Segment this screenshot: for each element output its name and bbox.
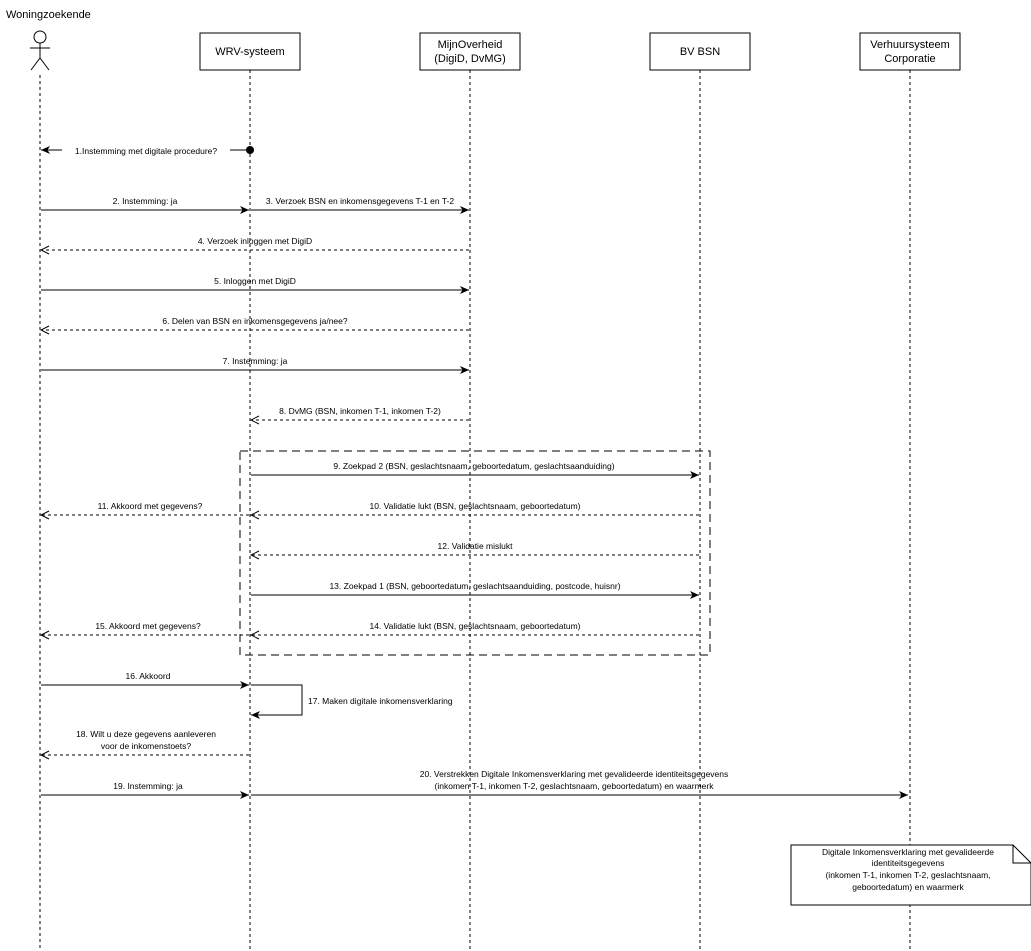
message-11: 11. Akkoord met gegevens?	[41, 501, 249, 515]
message-2-label: 2. Instemming: ja	[113, 196, 178, 206]
note-line-1: Digitale Inkomensverklaring met gevalide…	[822, 847, 994, 857]
message-20-label-2: (inkomen T-1, inkomen T-2, geslachtsnaam…	[435, 781, 715, 791]
message-18-label-1: 18. Wilt u deze gegevens aanleveren	[76, 729, 216, 739]
message-1: 1.Instemming met digitale procedure?	[41, 144, 254, 156]
participant-mijnoverheid-label-1: MijnOverheid	[438, 39, 503, 51]
actor-stick-figure-icon	[30, 30, 50, 71]
message-11-label: 11. Akkoord met gegevens?	[98, 501, 203, 511]
message-5: 5. Inloggen met DigiD	[41, 276, 469, 294]
message-9-label: 9. Zoekpad 2 (BSN, geslachtsnaam, geboor…	[333, 461, 614, 471]
message-6: 6. Delen van BSN en inkomensgegevens ja/…	[41, 316, 469, 330]
message-7-label: 7. Instemming: ja	[223, 356, 288, 366]
participant-mijnoverheid-label-2: (DigiD, DvMG)	[434, 53, 506, 65]
participant-verhuur: Verhuursysteem Corporatie	[859, 32, 961, 71]
message-13: 13. Zoekpad 1 (BSN, geboortedatum, gesla…	[251, 581, 699, 599]
message-18-label-2: voor de inkomenstoets?	[101, 741, 192, 751]
message-8-label: 8. DvMG (BSN, inkomen T-1, inkomen T-2)	[279, 406, 441, 416]
message-9: 9. Zoekpad 2 (BSN, geslachtsnaam, geboor…	[251, 461, 699, 479]
message-1-start-dot	[246, 146, 254, 154]
message-14: 14. Validatie lukt (BSN, geslachtsnaam, …	[251, 621, 699, 635]
message-20: 20. Verstrekken Digitale Inkomensverklar…	[251, 769, 908, 799]
note-line-4: geboortedatum) en waarmerk	[852, 882, 964, 892]
message-8: 8. DvMG (BSN, inkomen T-1, inkomen T-2)	[251, 406, 469, 420]
message-14-label: 14. Validatie lukt (BSN, geslachtsnaam, …	[369, 621, 580, 631]
message-16-label: 16. Akkoord	[126, 671, 171, 681]
actor-label: Woningzoekende	[6, 9, 91, 21]
note-line-3: (inkomen T-1, inkomen T-2, geslachtsnaam…	[825, 870, 990, 880]
message-19: 19. Instemming: ja	[41, 781, 249, 799]
message-15-label: 15. Akkoord met gegevens?	[95, 621, 201, 631]
message-12-label: 12. Validatie mislukt	[438, 541, 514, 551]
participant-verhuur-label-2: Corporatie	[884, 53, 935, 65]
alternative-fragment-box	[239, 450, 711, 656]
message-18: 18. Wilt u deze gegevens aanleveren voor…	[41, 729, 249, 755]
participant-mijnoverheid: MijnOverheid (DigiD, DvMG)	[419, 32, 521, 71]
message-16: 16. Akkoord	[41, 671, 249, 689]
participant-wrv-label: WRV-systeem	[215, 46, 284, 58]
message-12: 12. Validatie mislukt	[251, 541, 699, 555]
message-1-label: 1.Instemming met digitale procedure?	[75, 146, 217, 156]
message-3: 3. Verzoek BSN en inkomensgegevens T-1 e…	[251, 196, 469, 214]
participant-bvbsn-label: BV BSN	[680, 46, 720, 58]
message-6-label: 6. Delen van BSN en inkomensgegevens ja/…	[162, 316, 348, 326]
message-15: 15. Akkoord met gegevens?	[41, 621, 249, 635]
participant-verhuur-label-1: Verhuursysteem	[870, 39, 949, 51]
message-4-label: 4. Verzoek inloggen met DigiD	[198, 236, 312, 246]
message-5-label: 5. Inloggen met DigiD	[214, 276, 296, 286]
message-17: 17. Maken digitale inkomensverklaring	[251, 684, 453, 719]
message-17-label: 17. Maken digitale inkomensverklaring	[308, 696, 453, 706]
message-3-label: 3. Verzoek BSN en inkomensgegevens T-1 e…	[266, 196, 454, 206]
message-4: 4. Verzoek inloggen met DigiD	[41, 236, 469, 250]
message-20-label-1: 20. Verstrekken Digitale Inkomensverklar…	[420, 769, 729, 779]
note: Digitale Inkomensverklaring met gevalide…	[790, 844, 1031, 906]
message-2: 2. Instemming: ja	[41, 196, 249, 214]
message-13-label: 13. Zoekpad 1 (BSN, geboortedatum, gesla…	[329, 581, 620, 591]
message-10-label: 10. Validatie lukt (BSN, geslachtsnaam, …	[369, 501, 580, 511]
participant-wrv: WRV-systeem	[199, 32, 301, 71]
participant-bvbsn: BV BSN	[649, 32, 751, 71]
note-line-2: identiteitsgegevens	[872, 858, 945, 868]
message-7: 7. Instemming: ja	[41, 356, 469, 374]
message-10: 10. Validatie lukt (BSN, geslachtsnaam, …	[251, 501, 699, 515]
message-19-label: 19. Instemming: ja	[113, 781, 183, 791]
